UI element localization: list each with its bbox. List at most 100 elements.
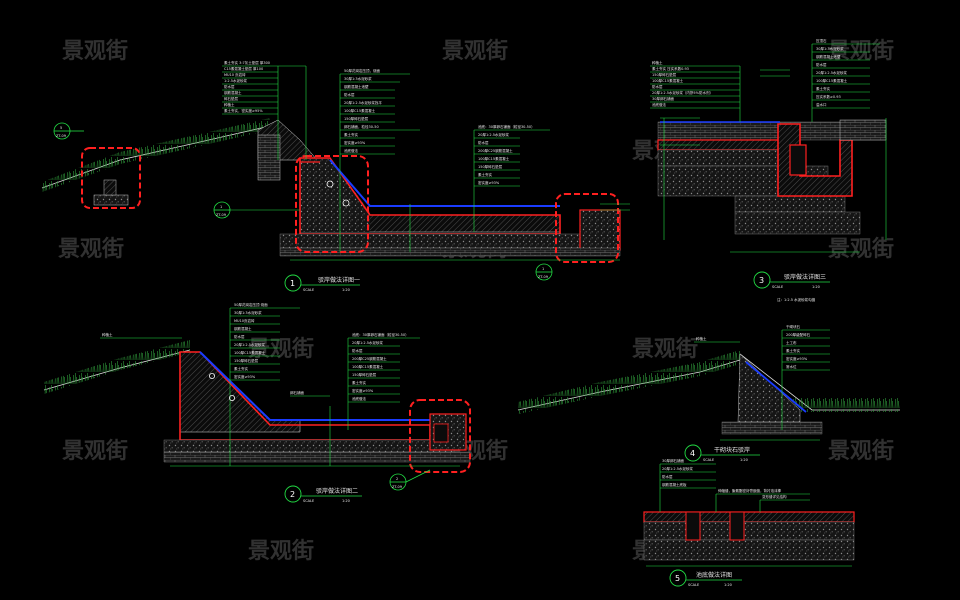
section-scale: SCALE (303, 499, 314, 503)
svg-text:30厚卵石铺面: 30厚卵石铺面 (662, 458, 684, 463)
section-3-drawing: 种植土 素土夯实 压实系数0.93 150厚碎石垫层 100厚C15素混凝土 防… (650, 39, 887, 253)
end-wall (579, 209, 621, 251)
section-number: 4 (690, 449, 695, 458)
callout-top: 1 (542, 267, 544, 271)
section-1-drawing: 素土夯实 3:7灰土垫层 厚300 C15素混凝土垫层 厚100 MU10 页岩… (41, 60, 630, 263)
svg-text:20厚1:2.5水泥砂浆: 20厚1:2.5水泥砂浆 (234, 342, 265, 347)
grass-fill (42, 118, 270, 192)
section-1-title: 1 驳岸做法详图一 SCALE 1:20 (284, 274, 360, 292)
svg-text:卵石铺面，粒径30-50: 卵石铺面，粒径30-50 (344, 124, 379, 129)
detail-callout: 1 ZT-09 (213, 201, 231, 219)
svg-text:20厚1:2.5水泥砂浆: 20厚1:2.5水泥砂浆 (352, 340, 383, 345)
annotation-text-block: 素土夯实 3:7灰土垫层 厚300 C15素混凝土垫层 厚100 MU10 页岩… (224, 60, 535, 185)
svg-text:钢筋混凝土: 钢筋混凝土 (234, 326, 252, 331)
detail-highlight-box (295, 155, 369, 253)
svg-text:200厚级配碎石: 200厚级配碎石 (786, 332, 811, 337)
svg-text:密实度≥93%: 密实度≥93% (478, 180, 500, 185)
svg-text:防水层: 防水层 (344, 92, 355, 97)
annotation-text-block: 干砌块石 200厚级配碎石 土工布 素土夯实 密实度≥93% 常水位 种植土 (696, 324, 811, 369)
svg-text:溢水口: 溢水口 (816, 102, 827, 107)
section-2-title: 2 驳岸做法详图二 SCALE 1:20 (284, 485, 362, 503)
svg-text:钢筋混凝土底板: 钢筋混凝土底板 (662, 482, 687, 487)
section-ratio: 1:20 (812, 285, 820, 289)
section-ratio: 1:20 (342, 288, 350, 292)
svg-text:素土夯实: 素土夯实 (478, 172, 492, 177)
svg-text:20厚1:2.5水泥砂浆: 20厚1:2.5水泥砂浆 (478, 132, 509, 137)
svg-text:钢筋混凝土: 钢筋混凝土 (224, 90, 242, 95)
svg-text:种植土: 种植土 (102, 332, 113, 337)
section-ratio: 1:20 (342, 499, 350, 503)
svg-text:种植土: 种植土 (224, 102, 235, 107)
watermark-text: 景观街 (828, 438, 894, 464)
svg-text:干砌块石: 干砌块石 (786, 324, 800, 329)
section-title: 池底做法详图 (696, 571, 732, 579)
svg-text:50厚花岗岩压顶 烧面: 50厚花岗岩压顶 烧面 (234, 302, 268, 307)
svg-text:100厚C15素混凝土: 100厚C15素混凝土 (478, 156, 510, 161)
svg-text:50厚花岗岩压顶，烧面: 50厚花岗岩压顶，烧面 (344, 68, 380, 73)
section-scale: SCALE (772, 285, 783, 289)
svg-text:变形缝详见结构: 变形缝详见结构 (762, 494, 787, 499)
section-number: 2 (290, 490, 295, 499)
section-number: 1 (290, 279, 295, 288)
watermark-text: 景观街 (248, 336, 314, 362)
detail-callout: 2 ZT-09 (389, 469, 431, 491)
svg-text:防水层: 防水层 (234, 334, 245, 339)
detail-highlight-box (81, 147, 141, 209)
svg-text:100厚C15素混凝土: 100厚C15素混凝土 (234, 350, 266, 355)
svg-text:1:2.5水泥砂浆: 1:2.5水泥砂浆 (224, 78, 247, 83)
svg-text:池底做法: 池底做法 (352, 396, 366, 401)
footing (93, 194, 129, 206)
svg-text:20厚1:2.5水泥砂浆（内掺5%防水剂）: 20厚1:2.5水泥砂浆（内掺5%防水剂） (652, 90, 713, 95)
watermark-text: 景观街 (632, 336, 698, 362)
svg-text:池底：30厚卵石铺面（粒径30-50）: 池底：30厚卵石铺面（粒径30-50） (352, 332, 409, 337)
svg-text:150厚碎石垫层: 150厚碎石垫层 (478, 164, 503, 169)
svg-text:20厚1:2.5水泥砂浆: 20厚1:2.5水泥砂浆 (662, 466, 693, 471)
svg-text:碎石垫层: 碎石垫层 (224, 96, 238, 101)
svg-text:200厚C25钢筋混凝土: 200厚C25钢筋混凝土 (352, 356, 387, 361)
svg-text:土工布: 土工布 (786, 340, 797, 345)
water-line (329, 159, 560, 207)
svg-text:池底做法: 池底做法 (344, 148, 358, 153)
svg-text:素土夯实: 素土夯实 (352, 380, 366, 385)
watermark-text: 景观街 (248, 538, 314, 564)
svg-text:100厚C15素混凝土: 100厚C15素混凝土 (352, 364, 384, 369)
svg-text:素土夯实: 素土夯实 (344, 132, 358, 137)
svg-text:30厚1:3水泥砂浆: 30厚1:3水泥砂浆 (816, 46, 844, 51)
section-title: 驳岸做法详图二 (316, 487, 358, 495)
svg-text:素土夯实 3:7灰土垫层 厚300: 素土夯实 3:7灰土垫层 厚300 (224, 60, 270, 65)
section-note: 注：1:2.5 水泥砂浆勾缝 (777, 297, 816, 302)
section-5-drawing: 30厚卵石铺面 20厚1:2.5水泥砂浆 防水层 钢筋混凝土底板 伸缩缝，聚氨酯… (643, 458, 855, 567)
watermark-text: 景观街 (828, 38, 894, 64)
post (103, 179, 117, 196)
svg-text:伸缩缝，聚氨酯密封膏嵌缝，背衬泡沫棒: 伸缩缝，聚氨酯密封膏嵌缝，背衬泡沫棒 (718, 488, 781, 493)
svg-text:C15素混凝土垫层 厚100: C15素混凝土垫层 厚100 (224, 66, 263, 71)
svg-text:池底：30厚卵石铺面（粒径30-50）: 池底：30厚卵石铺面（粒径30-50） (478, 124, 535, 129)
detail-callout: 5 ZT-09 (53, 122, 84, 140)
svg-text:MU10 页岩砖: MU10 页岩砖 (224, 72, 246, 77)
callout-bottom: ZT-09 (216, 213, 226, 217)
svg-text:150厚碎石垫层: 150厚碎石垫层 (352, 372, 377, 377)
svg-text:防水层: 防水层 (224, 84, 235, 89)
svg-text:素土夯实: 素土夯实 (234, 366, 248, 371)
svg-text:200厚C25钢筋混凝土: 200厚C25钢筋混凝土 (478, 148, 513, 153)
svg-text:30厚1:3水泥砂浆: 30厚1:3水泥砂浆 (234, 310, 262, 315)
svg-text:密实度≥93%: 密实度≥93% (786, 356, 808, 361)
section-title: 驳岸做法详图三 (784, 273, 826, 281)
svg-text:密实度≥93%: 密实度≥93% (234, 374, 256, 379)
section-scale: SCALE (303, 288, 314, 292)
svg-text:密实度≥93%: 密实度≥93% (344, 140, 366, 145)
callout-bottom: ZT-09 (392, 485, 402, 489)
svg-text:常水位: 常水位 (786, 364, 797, 369)
svg-text:防水层: 防水层 (352, 348, 363, 353)
svg-text:MU10页岩砖: MU10页岩砖 (234, 318, 255, 323)
svg-text:素土夯实: 素土夯实 (816, 86, 830, 91)
watermark-text: 景观街 (442, 38, 508, 64)
annotation-text-block: 种植土 素土夯实 压实系数0.93 150厚碎石垫层 100厚C15素混凝土 防… (652, 39, 848, 107)
svg-text:150厚碎石垫层: 150厚碎石垫层 (234, 358, 259, 363)
annotation-text-block: 50厚花岗岩压顶 烧面 30厚1:3水泥砂浆 MU10页岩砖 钢筋混凝土 防水层… (102, 302, 409, 401)
svg-text:密实度≥93%: 密实度≥93% (352, 388, 374, 393)
callout-top: 1 (220, 205, 222, 209)
section-3-title: 3 驳岸做法详图三 SCALE 1:20 注：1:2.5 水泥砂浆勾缝 (753, 271, 830, 302)
section-number: 3 (759, 276, 764, 285)
detail-highlight-box (409, 399, 471, 473)
